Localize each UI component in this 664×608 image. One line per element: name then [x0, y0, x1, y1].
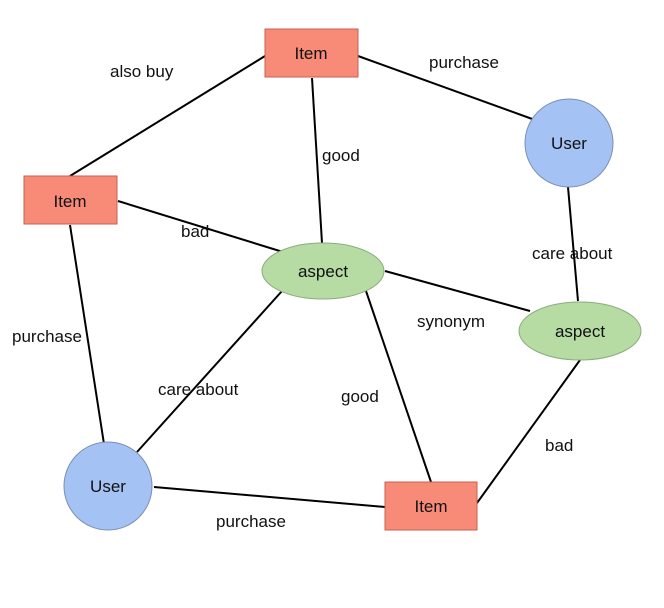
user-bottom-left-label: User: [90, 477, 126, 496]
edge-label-also-buy: also buy: [110, 62, 174, 81]
edge-labels: also buy purchase good bad care about sy…: [12, 53, 613, 531]
edge-aspect-right-item-bottom: [476, 359, 581, 504]
edge-label-bad-right: bad: [545, 436, 573, 455]
edge-label-care-about-center: care about: [158, 380, 239, 399]
item-left-label: Item: [53, 192, 86, 211]
edge-label-bad-left: bad: [181, 222, 209, 241]
node-user-right: User: [524, 98, 614, 188]
node-user-bottom-left: User: [63, 441, 153, 531]
aspect-center-label: aspect: [298, 262, 348, 281]
node-aspect-right: aspect: [518, 301, 642, 361]
edge-item-top-user-right: [357, 55, 536, 121]
edges: [69, 55, 581, 508]
edge-item-left-user-bottom: [69, 224, 105, 445]
aspect-center-ellipse: [261, 242, 385, 300]
edge-item-top-item-left: [69, 55, 266, 177]
edge-user-right-aspect-right: [567, 186, 579, 302]
edge-label-care-about-right: care about: [532, 244, 613, 263]
edge-label-purchase-top-right: purchase: [429, 53, 499, 72]
user-right-label: User: [551, 134, 587, 153]
edge-item-top-aspect-center: [311, 77, 323, 244]
edge-user-bottom-item-bottom: [153, 486, 386, 508]
edge-label-purchase-bottom: purchase: [216, 512, 286, 531]
node-item-left: Item: [23, 175, 118, 225]
aspect-right-label: aspect: [555, 322, 605, 341]
item-bottom-box: [384, 481, 478, 531]
edge-aspect-center-aspect-right: [384, 270, 531, 312]
node-item-top: Item: [264, 28, 359, 78]
item-left-box: [23, 175, 118, 225]
item-top-box: [264, 28, 359, 78]
edge-label-synonym: synonym: [417, 312, 485, 331]
edge-item-left-aspect-center: [117, 200, 284, 253]
aspect-right-ellipse: [518, 301, 642, 361]
node-aspect-center: aspect: [261, 242, 385, 300]
item-bottom-label: Item: [414, 497, 447, 516]
user-right-circle: [524, 98, 614, 188]
edge-label-good-bottom: good: [341, 387, 379, 406]
edge-aspect-center-item-bottom: [365, 290, 432, 483]
edge-label-good-top: good: [322, 146, 360, 165]
item-top-label: Item: [294, 44, 327, 63]
edge-aspect-center-user-bottom: [136, 290, 283, 453]
edge-label-purchase-left: purchase: [12, 327, 82, 346]
node-item-bottom: Item: [384, 481, 478, 531]
user-bottom-left-circle: [63, 441, 153, 531]
